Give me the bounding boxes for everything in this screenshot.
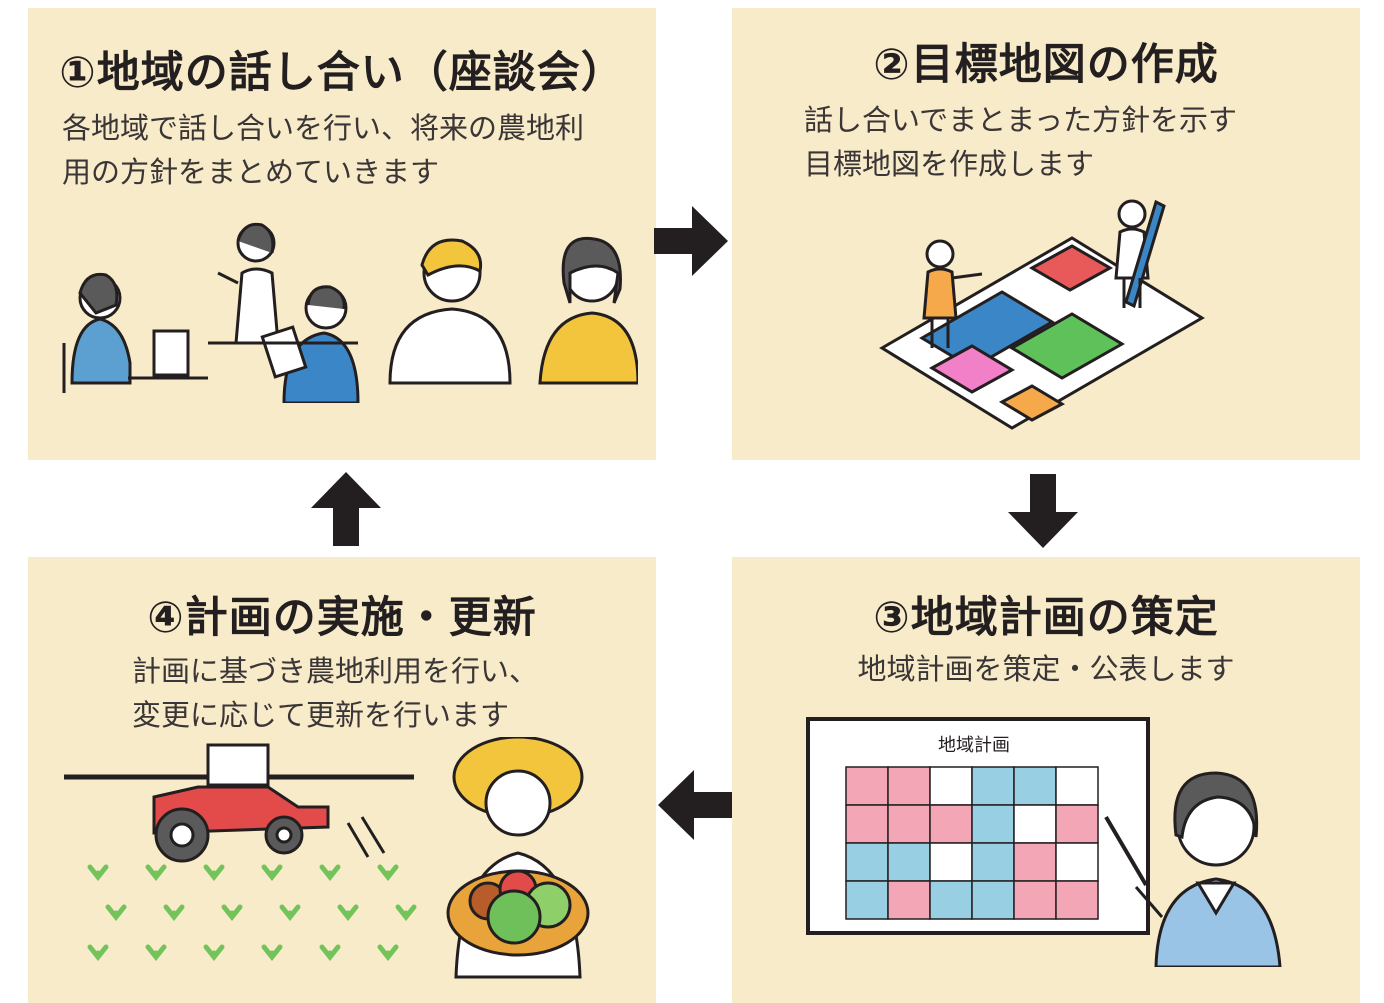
- sprout-icon: [87, 864, 109, 882]
- sprout-icon: [221, 904, 243, 922]
- plan-grid-cell: [845, 842, 889, 882]
- target-map-illustration: [879, 199, 1205, 430]
- plan-grid-cell: [971, 804, 1015, 844]
- plan-grid-cell: [1013, 804, 1057, 844]
- plan-grid: [845, 766, 1099, 920]
- sprout-icon: [377, 944, 399, 962]
- plan-grid-cell: [1055, 842, 1099, 882]
- arrow-down-icon: [1008, 474, 1078, 548]
- sprout-icon: [145, 944, 167, 962]
- step-4-description: 計画に基づき農地利用を行い、 変更に応じて更新を行います: [132, 654, 539, 732]
- step-3-panel: ③地域計画の策定 地域計画を策定・公表します 地域計画: [732, 557, 1360, 1003]
- sprout-icon: [377, 864, 399, 882]
- meeting-illustration: [62, 222, 638, 403]
- step-2-title: ②目標地図の作成: [873, 40, 1219, 90]
- plan-grid-cell: [887, 842, 931, 882]
- arrow-up-icon: [311, 472, 381, 546]
- step-1-description: 各地域で話し合いを行い、将来の農地利 用の方針をまとめていきます: [62, 111, 585, 189]
- plan-grid-cell: [845, 766, 889, 806]
- plan-grid-cell: [929, 842, 973, 882]
- sprout-icon: [261, 864, 283, 882]
- sprout-icon: [319, 944, 341, 962]
- step-2-description: 話し合いでまとまった方針を示す 目標地図を作成します: [804, 103, 1237, 181]
- plan-grid-cell: [929, 880, 973, 920]
- farming-illustration: [64, 737, 590, 979]
- plan-grid-cell: [971, 766, 1015, 806]
- plan-grid-cell: [1013, 880, 1057, 920]
- plan-grid-cell: [1013, 766, 1057, 806]
- sprout-icon: [261, 944, 283, 962]
- plan-grid-cell: [845, 880, 889, 920]
- step-2-panel: ②目標地図の作成 話し合いでまとまった方針を示す 目標地図を作成します: [732, 8, 1360, 460]
- plan-board-illustration: 地域計画: [806, 717, 1282, 967]
- plan-grid-cell: [845, 804, 889, 844]
- plan-grid-cell: [1055, 804, 1099, 844]
- arrow-right-icon: [654, 206, 728, 276]
- sprout-icon: [395, 904, 417, 922]
- step-1-panel: ①地域の話し合い（座談会） 各地域で話し合いを行い、将来の農地利 用の方針をまと…: [28, 8, 656, 460]
- plan-grid-cell: [929, 766, 973, 806]
- sprout-icon: [163, 904, 185, 922]
- plan-grid-cell: [887, 804, 931, 844]
- plan-grid-cell: [887, 880, 931, 920]
- plan-grid-cell: [1055, 766, 1099, 806]
- step-3-description: 地域計画を策定・公表します: [857, 652, 1235, 686]
- sprout-icon: [319, 864, 341, 882]
- sprout-icon: [87, 944, 109, 962]
- step-4-title: ④計画の実施・更新: [147, 593, 537, 643]
- plan-grid-cell: [971, 880, 1015, 920]
- plan-grid-cell: [1013, 842, 1057, 882]
- plan-grid-cell: [1055, 880, 1099, 920]
- step-3-title: ③地域計画の策定: [873, 593, 1219, 643]
- step-1-title: ①地域の話し合い（座談会）: [59, 48, 625, 98]
- sprout-icon: [337, 904, 359, 922]
- sprout-icon: [279, 904, 301, 922]
- board-title: 地域計画: [938, 735, 1010, 756]
- plan-grid-cell: [971, 842, 1015, 882]
- sprout-icon: [105, 904, 127, 922]
- plan-grid-cell: [929, 804, 973, 844]
- sprout-icon: [203, 864, 225, 882]
- plan-grid-cell: [887, 766, 931, 806]
- sprout-icon: [145, 864, 167, 882]
- step-4-panel: ④計画の実施・更新 計画に基づき農地利用を行い、 変更に応じて更新を行います: [28, 557, 656, 1003]
- arrow-left-icon: [658, 770, 732, 840]
- sprout-icon: [203, 944, 225, 962]
